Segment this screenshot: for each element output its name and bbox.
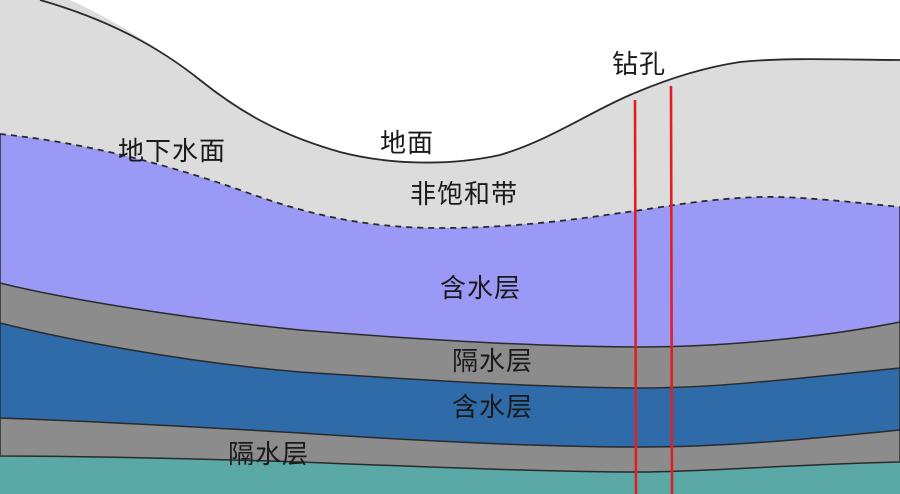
borehole-label: 钻孔 (612, 50, 666, 80)
ground-surface-label: 地面 (380, 129, 434, 159)
aquifer-lower-label: 含水层 (452, 393, 533, 423)
aquitard-upper-label: 隔水层 (452, 347, 533, 377)
borehole-left-wall (633, 99, 638, 494)
aquitard-lower-label: 隔水层 (228, 440, 309, 470)
aquifer-upper-label: 含水层 (440, 274, 521, 304)
unsaturated-zone-label: 非饱和带 (410, 180, 518, 210)
water-table-line (0, 133, 900, 229)
ground-surface-line (39, 0, 900, 164)
water-table-label: 地下水面 (118, 137, 226, 167)
sky-area (0, 0, 900, 163)
borehole-right-wall (669, 85, 674, 494)
